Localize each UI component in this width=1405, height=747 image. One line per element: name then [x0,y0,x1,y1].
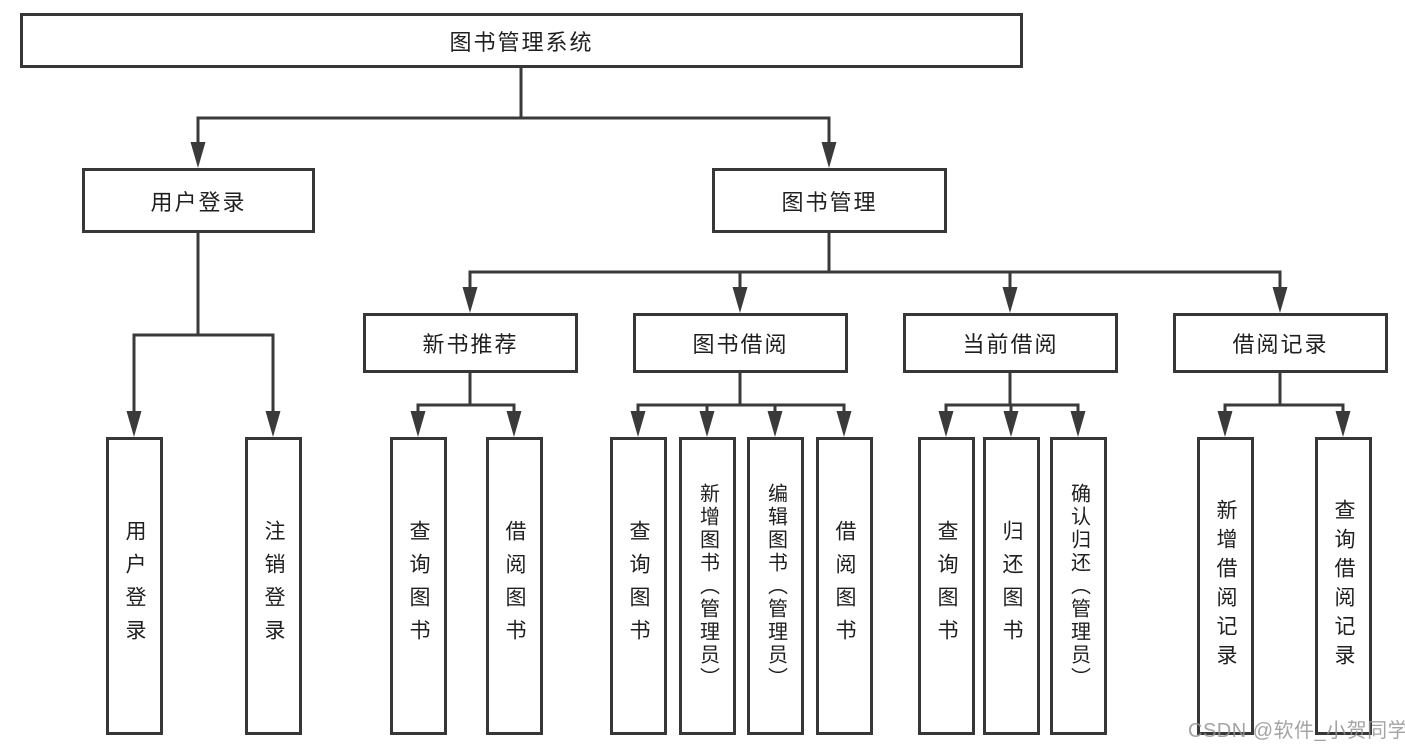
leaf-borrow-books-borrowing: 借阅图书 [816,437,873,735]
leaf-user-login-label: 用户登录 [123,520,146,652]
leaf-query-books-borrowing: 查询图书 [610,437,667,735]
leaf-query-borrow-record: 查询借阅记录 [1315,437,1372,735]
node-current-borrowing-label: 当前借阅 [962,332,1059,357]
csdn-watermark: CSDN @软件_小贺同学 [1188,720,1405,742]
leaf-logout-label: 注销登录 [262,520,285,652]
node-book-borrowing-label: 图书借阅 [692,332,789,357]
leaf-return-books-label: 归还图书 [1000,520,1023,652]
leaf-add-borrow-record-label: 新增借阅记录 [1214,499,1237,673]
leaf-query-books-current-label: 查询图书 [935,520,958,652]
leaf-return-books: 归还图书 [983,437,1040,735]
leaf-query-books-recommend: 查询图书 [390,437,447,735]
leaf-query-books-recommend-label: 查询图书 [407,520,430,652]
leaf-edit-books-admin-label: 编辑图书（管理员） [764,482,787,690]
leaf-logout: 注销登录 [245,437,302,735]
leaf-edit-books-admin: 编辑图书（管理员） [747,437,804,735]
node-book-borrowing: 图书借阅 [633,313,848,373]
node-new-book-recommend-label: 新书推荐 [422,332,519,357]
leaf-add-borrow-record: 新增借阅记录 [1197,437,1254,735]
leaf-query-books-borrowing-label: 查询图书 [627,520,650,652]
leaf-borrow-books-borrowing-label: 借阅图书 [833,520,856,652]
node-new-book-recommend: 新书推荐 [363,313,578,373]
node-book-management: 图书管理 [712,168,947,233]
leaf-borrow-books-recommend: 借阅图书 [486,437,543,735]
leaf-query-borrow-record-label: 查询借阅记录 [1332,499,1355,673]
leaf-add-books-admin: 新增图书（管理员） [679,437,736,735]
node-root: 图书管理系统 [20,13,1023,68]
leaf-confirm-return-admin-label: 确认归还（管理员） [1067,482,1090,690]
leaf-user-login: 用户登录 [106,437,163,735]
leaf-add-books-admin-label: 新增图书（管理员） [696,482,719,690]
leaf-confirm-return-admin: 确认归还（管理员） [1050,437,1107,735]
leaf-borrow-books-recommend-label: 借阅图书 [503,520,526,652]
node-current-borrowing: 当前借阅 [903,313,1118,373]
node-user-login-label: 用户登录 [150,189,247,215]
node-book-management-label: 图书管理 [781,189,878,215]
node-root-label: 图书管理系统 [449,29,594,55]
node-borrowing-records-label: 借阅记录 [1232,332,1329,357]
node-user-login: 用户登录 [82,168,315,233]
leaf-query-books-current: 查询图书 [918,437,975,735]
node-borrowing-records: 借阅记录 [1173,313,1388,373]
